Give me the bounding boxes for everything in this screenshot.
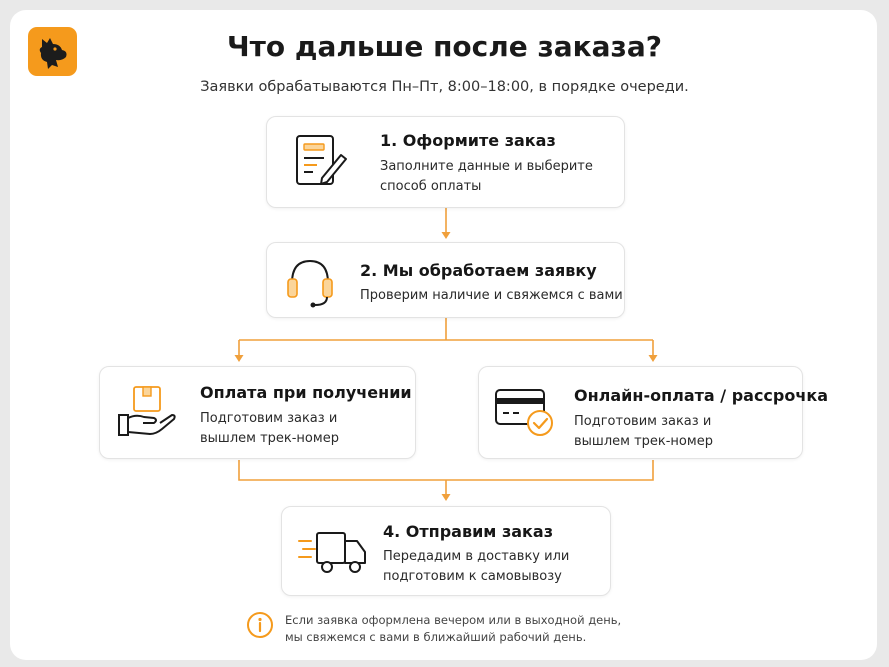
- step-description: Подготовим заказ и вышлем трек-номер: [200, 411, 339, 446]
- step-title: Оплата при получении: [200, 383, 412, 402]
- hand-box-icon: [116, 383, 178, 447]
- step-title: Онлайн-оплата / рассрочка: [574, 386, 828, 405]
- step-description: Подготовим заказ и вышлем трек-номер: [574, 414, 713, 449]
- info-note: Если заявка оформлена вечером или в выхо…: [285, 613, 622, 644]
- step-card-place-order: 1. Оформите заказ Заполните данные и выб…: [266, 116, 625, 208]
- info-icon: [246, 611, 274, 643]
- step-card-processing: 2. Мы обработаем заявку Проверим наличие…: [266, 242, 625, 318]
- step-description: Передадим в доставку или подготовим к са…: [383, 549, 570, 584]
- document-pen-icon: [293, 133, 351, 193]
- step-card-shipping: 4. Отправим заказ Передадим в доставку и…: [281, 506, 611, 596]
- page-title: Что дальше после заказа?: [227, 30, 662, 63]
- step-title: 1. Оформите заказ: [380, 131, 556, 150]
- step-title: 2. Мы обработаем заявку: [360, 261, 597, 280]
- card-check-icon: [493, 385, 557, 447]
- step-description: Проверим наличие и свяжемся с вами: [360, 288, 623, 303]
- step-description: Заполните данные и выберите способ оплат…: [380, 159, 593, 194]
- step-card-pay-on-delivery: Оплата при получении Подготовим заказ и …: [99, 366, 416, 459]
- headset-icon: [285, 255, 335, 313]
- page-subtitle: Заявки обрабатываются Пн–Пт, 8:00–18:00,…: [200, 79, 689, 95]
- step-card-online-payment: Онлайн-оплата / рассрочка Подготовим зак…: [478, 366, 828, 459]
- brand-logo: [28, 27, 77, 76]
- truck-icon: [297, 527, 369, 583]
- step-title: 4. Отправим заказ: [383, 522, 553, 541]
